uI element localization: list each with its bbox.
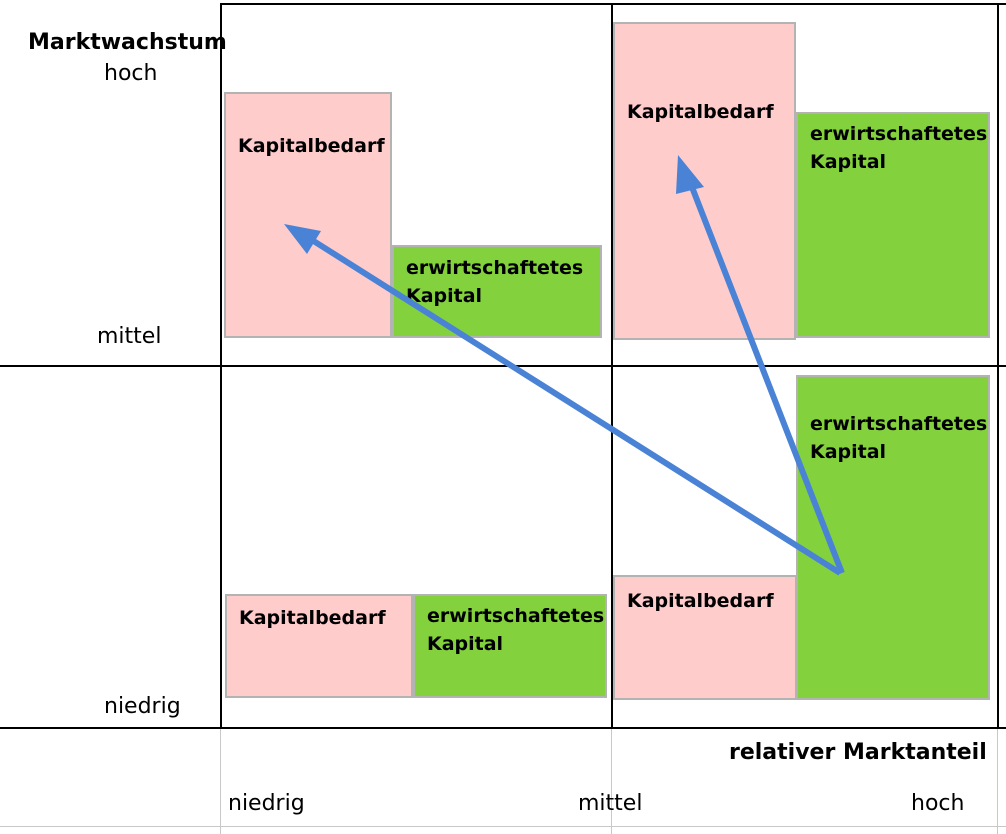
top-right-earned-capital-label: erwirtschaftetes Kapital	[810, 123, 988, 173]
bottom-right-capital-need-box: Kapitalbedarf	[613, 575, 797, 700]
x-level-low: niedrig	[228, 791, 305, 816]
top-left-earned-capital-box: erwirtschaftetes Kapital	[392, 245, 602, 338]
sheet-gridline-bottom	[0, 826, 1006, 827]
grid-middle-line	[0, 365, 1006, 367]
arrow-to-top-left-head	[284, 224, 321, 254]
bottom-left-capital-need-label: Kapitalbedarf	[239, 607, 386, 629]
grid-left-line	[220, 3, 222, 729]
bottom-left-earned-capital-box: erwirtschaftetes Kapital	[413, 594, 607, 698]
top-left-capital-need-box: Kapitalbedarf	[224, 92, 392, 338]
grid-bottom-line	[0, 727, 1006, 729]
arrow-to-top-right	[687, 180, 845, 575]
bottom-right-capital-need-label: Kapitalbedarf	[627, 590, 774, 612]
grid-center-line	[611, 3, 613, 729]
top-left-capital-need-label: Kapitalbedarf	[238, 135, 385, 157]
sheet-gridline-right	[997, 729, 998, 834]
arrow-to-top-right-head	[676, 155, 704, 194]
top-right-capital-need-label: Kapitalbedarf	[627, 101, 774, 123]
grid-right-line	[997, 3, 999, 729]
bottom-left-capital-need-box: Kapitalbedarf	[225, 594, 413, 698]
top-left-earned-capital-label: erwirtschaftetes Kapital	[406, 257, 584, 307]
top-right-capital-need-box: Kapitalbedarf	[613, 22, 796, 340]
y-level-mid: mittel	[97, 324, 162, 349]
x-axis-title: relativer Marktanteil	[729, 740, 987, 765]
grid-top-line	[220, 3, 1006, 5]
bottom-left-earned-capital-label: erwirtschaftetes Kapital	[427, 605, 605, 655]
arrow-to-top-left	[310, 237, 842, 576]
y-level-low: niedrig	[104, 694, 181, 719]
x-level-mid: mittel	[578, 791, 643, 816]
sheet-gridline-left	[220, 729, 221, 834]
sheet-gridline-center	[611, 729, 612, 834]
x-level-high: hoch	[911, 791, 965, 816]
bottom-right-earned-capital-label: erwirtschaftetes Kapital	[810, 413, 988, 463]
y-axis-title: Marktwachstum	[28, 30, 227, 55]
y-level-high: hoch	[104, 61, 158, 86]
top-right-earned-capital-box: erwirtschaftetes Kapital	[796, 112, 990, 338]
